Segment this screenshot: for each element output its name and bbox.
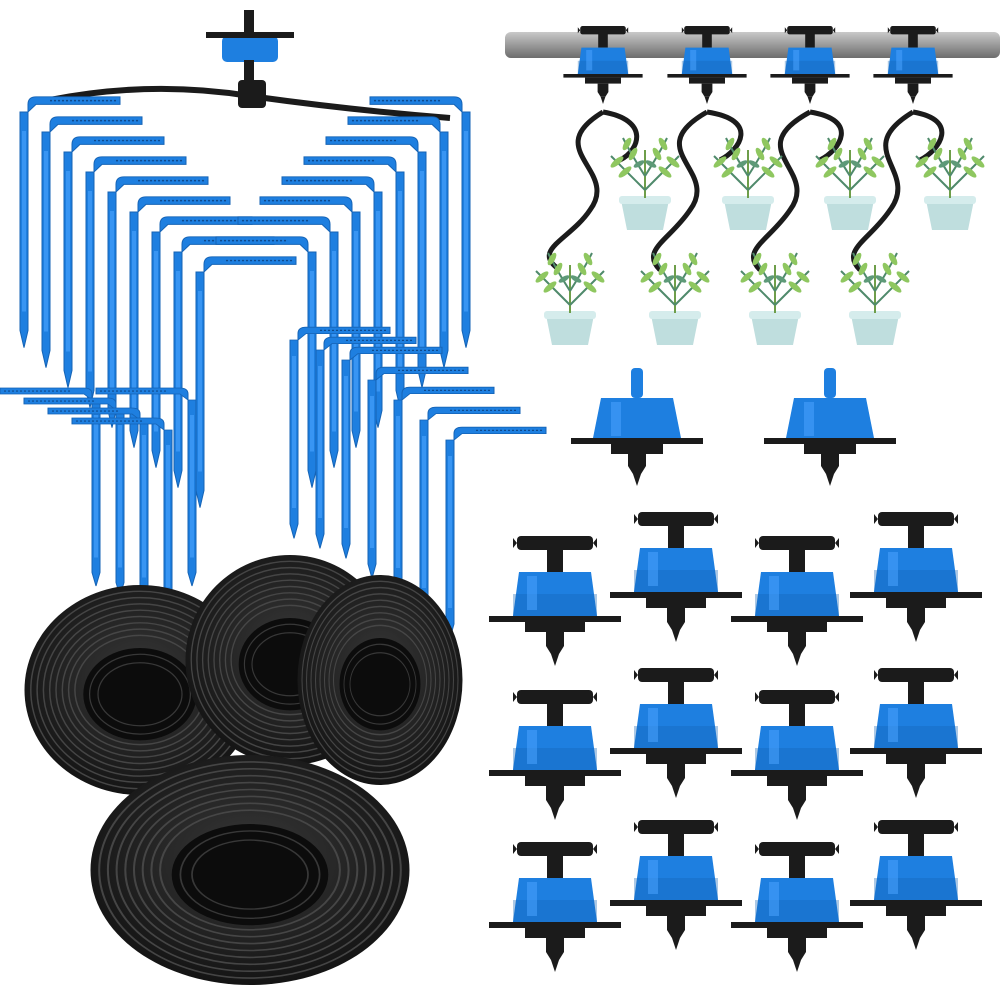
stake-manifold-tee [49, 10, 451, 121]
hanging-demo [505, 25, 1000, 346]
main-pipe [505, 32, 1000, 58]
emitters-with-tee [489, 512, 982, 972]
tubing-coils [23, 554, 464, 987]
bent-arrow-stakes [0, 10, 547, 640]
stakes-lower-left [0, 387, 197, 617]
coil-front [89, 753, 411, 987]
demo-feed-lines [546, 109, 945, 273]
coil-back-right [296, 574, 464, 786]
emitters-plain [571, 368, 896, 486]
stakes-left-fan [19, 96, 297, 509]
pressure-emitters [489, 368, 982, 972]
